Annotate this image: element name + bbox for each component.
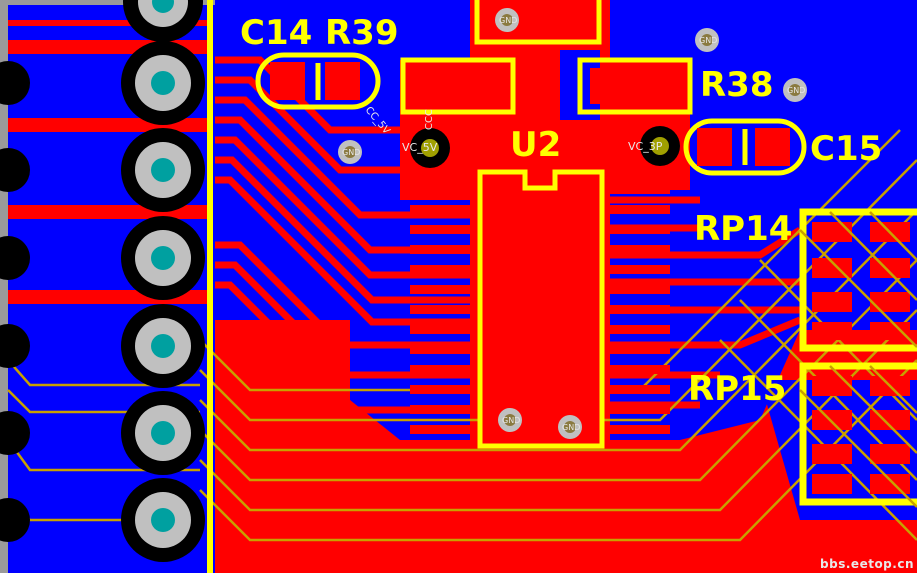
r39-pad-1 xyxy=(415,68,450,104)
r39-outline xyxy=(400,57,516,115)
net-label-vcc-left: VC_5V xyxy=(402,141,438,154)
designator-c15: C15 xyxy=(810,129,882,169)
net-label-gnd-6: GND xyxy=(562,423,580,432)
u2-silkscreen-outline xyxy=(477,169,605,449)
window-edge xyxy=(0,0,8,573)
designator-u2: U2 xyxy=(510,125,561,165)
net-label-vcc-right: VC_3P xyxy=(628,140,663,153)
designator-rp15: RP15 xyxy=(688,369,786,409)
connector-pad-7[interactable] xyxy=(121,478,205,562)
net-label-gnd-3: GND xyxy=(787,86,805,95)
u2-pads-right xyxy=(600,185,670,434)
via-gnd-4 xyxy=(783,78,807,102)
rp14-outline xyxy=(799,208,917,352)
connector-pad-2[interactable] xyxy=(121,41,205,125)
net-label-gnd-4: GND xyxy=(342,148,360,157)
designator-r39: R39 xyxy=(325,13,399,53)
r38-pad-1 xyxy=(590,68,625,104)
c15-outline xyxy=(683,118,807,176)
connector-pad-6[interactable] xyxy=(121,391,205,475)
designator-r38: R38 xyxy=(700,65,774,105)
connector-pad-4[interactable] xyxy=(121,216,205,300)
via-vcc-right xyxy=(640,126,680,166)
u2-center-pad xyxy=(480,170,602,448)
watermark-text: bbs.eetop.cn xyxy=(820,557,914,571)
net-label-gnd-2: GND xyxy=(699,36,717,45)
c14-pad-1 xyxy=(270,62,305,100)
net-label-gnd-5: GND xyxy=(502,416,520,425)
net-label-gnd-1: GND xyxy=(499,16,517,25)
c14-outline xyxy=(255,52,381,110)
connector-pads-left-column xyxy=(0,61,30,542)
top-connector-outline xyxy=(474,0,602,45)
resistor-r39[interactable] xyxy=(400,57,516,115)
r38-outline xyxy=(577,57,693,115)
via-gnd-5 xyxy=(498,408,522,432)
c15-pad-2 xyxy=(755,128,790,166)
vias[interactable] xyxy=(338,8,807,439)
capacitor-c14[interactable] xyxy=(255,52,381,110)
capacitor-c15[interactable] xyxy=(683,118,807,176)
window-top-edge xyxy=(0,0,220,5)
connector-pad-5[interactable] xyxy=(121,304,205,388)
r39-pad-2 xyxy=(467,68,502,104)
connector-pad-3[interactable] xyxy=(121,128,205,212)
resistor-r38[interactable] xyxy=(577,57,693,115)
via-gnd-1 xyxy=(338,140,362,164)
via-gnd-3 xyxy=(695,28,719,52)
designator-rp14: RP14 xyxy=(694,209,792,249)
via-gnd-6 xyxy=(558,415,582,439)
u2-pads-left xyxy=(410,185,480,434)
designator-c14: C14 xyxy=(240,13,312,53)
via-gnd-2 xyxy=(495,8,519,32)
r38-pad-2 xyxy=(642,68,677,104)
c15-pad-1 xyxy=(697,128,732,166)
c14-pad-2 xyxy=(325,62,360,100)
rp-inner-traces xyxy=(799,211,917,508)
right-fanout-traces xyxy=(610,196,802,409)
ic-u2[interactable] xyxy=(410,169,670,449)
net-label-vcc-rotated-2: CCC xyxy=(424,109,435,130)
connector-pads[interactable] xyxy=(121,0,205,562)
rp15-outline xyxy=(799,362,917,506)
connector-pad-1[interactable] xyxy=(123,0,203,42)
via-vcc-left xyxy=(410,128,450,168)
